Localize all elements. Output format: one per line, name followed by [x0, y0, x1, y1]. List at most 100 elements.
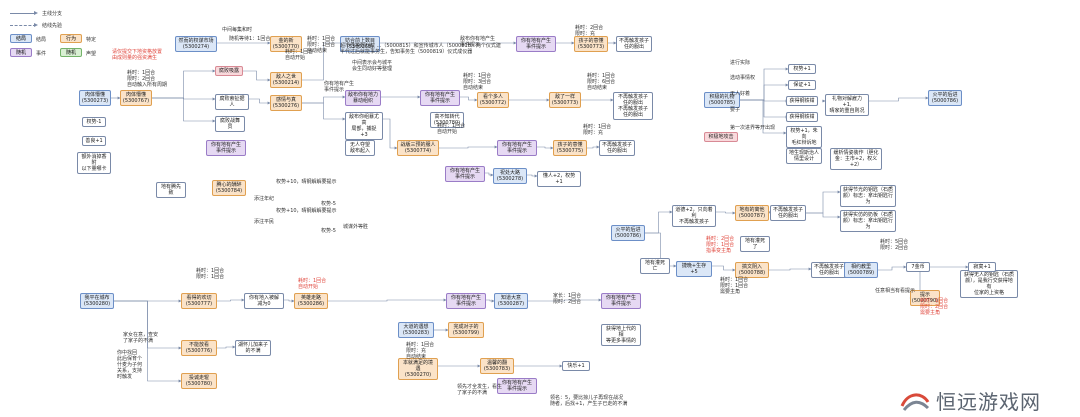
flow-node: 你有地有产生 事件提示 [497, 140, 537, 156]
flow-node: 获得实仿的奶板（石质 颜）标志：拿出钥匙行为 [840, 210, 896, 232]
flow-connector [716, 211, 736, 215]
flow-connector [878, 265, 907, 271]
legend-other-branch-label: 结线先验 [42, 23, 63, 29]
flow-node: 你有地有产生 事件提示 [446, 293, 486, 309]
flow-connector [243, 70, 271, 82]
flow-annotation: 敌布你有地产生 事件提示 [460, 36, 496, 48]
flow-node: 投诚走辊 (5300780) [181, 373, 217, 389]
flow-node: 保证+1 [788, 80, 816, 90]
flow-node: 不再触发孩子 任的服出 [811, 262, 847, 278]
flow-annotation: 家女在意，查安 了家子的不满 [123, 332, 159, 344]
flow-node: 快乐+1 [562, 361, 590, 371]
legend-type-name: 特定 [86, 37, 97, 43]
flow-connector [806, 212, 841, 219]
flow-connector [712, 265, 736, 272]
flow-node: 祝处大路 (5300278) [493, 168, 527, 184]
flow-annotation: 添注年纪 [254, 196, 275, 202]
flow-annotation: 领名：5，要比掠儿子再现在战况 随者，后找+1，产生子已走的不满 [550, 395, 628, 407]
flow-node: 火平的后进 (5000786) [928, 90, 962, 106]
flow-annotation: 要子 [730, 107, 741, 113]
legend-type-name: 声望 [86, 51, 97, 57]
flow-annotation: 耗时：2回合 限时：充 [575, 25, 604, 37]
flow-annotation: 城谋外等胜 [343, 224, 369, 230]
flow-connector [460, 96, 478, 102]
flow-annotation: 第一次进界等开出现 [730, 125, 776, 131]
flow-annotation: 耗时：1回合 自动开始 [298, 278, 327, 290]
flow-node: 不再触发孩子 任的服出 不再触发孩子任的服出 [613, 92, 653, 120]
flow-annotation: 耗时：1回合 限时：1回合 需要主角 [720, 277, 749, 295]
flow-node: 肉体懵懂 (5300767) [120, 90, 152, 106]
flow-connector [217, 298, 245, 302]
flow-annotation: 权势-5 [321, 201, 336, 207]
watermark: 恒远游戏网 [898, 386, 1041, 415]
flow-node: 地有灌死亡 [640, 258, 670, 274]
flow-node: 你有地有产生 事件提示 [497, 378, 537, 394]
flow-node: 腐败吸露 [215, 66, 243, 76]
flow-annotation: 耗时：1回合 自动开始 [437, 123, 466, 135]
flow-node: 权势+1 [788, 64, 816, 74]
flow-node: 温馨的翻 (5300783) [480, 358, 514, 374]
flow-node: 获得节光的钥匙（石质 颜）标志：拿出钥匙行为 [840, 185, 896, 207]
legend-main-branch-label: 主线分支 [42, 11, 63, 17]
flow-connector [284, 299, 295, 303]
flow-node: 不再触发孩子 任的服出 [770, 205, 806, 221]
flow-annotation: 领先才全发生，看生 了家子的不满 [457, 384, 503, 396]
legend-main-branch: 主线分支 [10, 10, 62, 17]
flow-node: 寂寞+1 [968, 262, 996, 272]
flow-node: 获得地上代的相 等更多事情的 [601, 324, 641, 346]
flow-annotation: 耗时：1回合 自动开始 [285, 49, 314, 61]
flow-node: 高不知转代 (5300780) [430, 112, 464, 128]
flow-connector [302, 95, 346, 104]
flow-annotation: 耗时：1回合 限时：1回合 [196, 268, 225, 280]
flow-connector [527, 174, 538, 178]
watermark-logo-icon [900, 393, 930, 411]
flow-connector [587, 145, 600, 149]
flow-connector [869, 96, 929, 102]
flow-node: 地有灌死了 [740, 236, 770, 252]
flow-node: 敌布你组暴尤高 局部，捕捉+3 [345, 112, 383, 140]
flow-node: 妨合前上数目 (5300268) [340, 36, 380, 52]
legend-type-swatch: 结局 [10, 34, 32, 43]
flow-connector [769, 267, 812, 271]
flow-node: 无人夺望 敌布起入 [345, 140, 375, 156]
flow-annotation: 超市性等到刊载 ...（5000815）和宣传城市人（5000818）两个仪式建… [340, 43, 501, 55]
flow-connector [740, 99, 789, 103]
flow-node: 孩子的意懂 (5300773) [574, 36, 608, 52]
flow-node: 感情与真 (5300276) [270, 95, 302, 111]
flow-annotation: 进行实际 [730, 60, 751, 66]
flow-node: 知道大意 (5300287) [494, 293, 528, 309]
flow-annotation: 中间每集和时 [222, 27, 253, 33]
flow-node: 搞文阴入 (5000788) [735, 262, 769, 278]
flow-node: 腐败索扯据人 [215, 94, 249, 110]
flow-connector [486, 299, 495, 303]
flow-connector [485, 172, 494, 177]
flow-node: 地生现斯治人 情里设计 [786, 148, 822, 164]
flow-node: 你有地有产生 事件提示 [516, 36, 556, 52]
flow-node: 你有地有产生 事件提示 [420, 90, 460, 106]
legend-type-name: 结局 [36, 37, 47, 43]
flow-annotation: 权势-5 [321, 228, 336, 234]
flow-node: 捷晚+生存+5 [676, 261, 712, 277]
flow-node: 地有腾先致 [156, 182, 186, 198]
flow-node: 权势+1，朱向 毛红辩诉地 [786, 126, 822, 148]
flow-annotation: 耗时：1回合 限时：1回合 自动结束 [307, 36, 336, 54]
flow-connector [645, 210, 673, 234]
flow-node: 完成对子的 (5300799) [448, 322, 484, 338]
flow-node: 你有地入被解 减为0 [244, 293, 284, 309]
flow-connector [152, 97, 216, 101]
solid-arrow-icon [10, 11, 38, 15]
flow-node: 战版三预的服人 (5300774) [397, 140, 439, 156]
flow-annotation: 选动事情权 [730, 75, 756, 81]
flow-node: 获得无人的钥匙（石质 颜），是我行交获得地有 位家的上资格 [960, 270, 1018, 298]
flow-annotation: 随机等待1：1回合 [229, 36, 271, 42]
legend-other-branch: 结线先验 [10, 22, 62, 29]
flow-annotation: 你中找回 此后保育个 什麦为子何 关系，支持 时触发 [117, 350, 143, 380]
flow-annotation: 耗时：1回合 限时：充 自动结束 [406, 342, 435, 360]
flow-node: 敌了一样 (5300773) [549, 92, 581, 108]
flow-node: 腐败战舞员 [215, 116, 245, 132]
flow-node: 获得钢铁钳 [786, 96, 818, 106]
flow-node: 获得钢铁钳 [786, 112, 818, 122]
flow-annotation: 耗时：1回合 限时：充 [583, 124, 612, 136]
flow-node: 我平在城布 (5300280) [80, 293, 114, 309]
flow-connector [328, 298, 447, 302]
